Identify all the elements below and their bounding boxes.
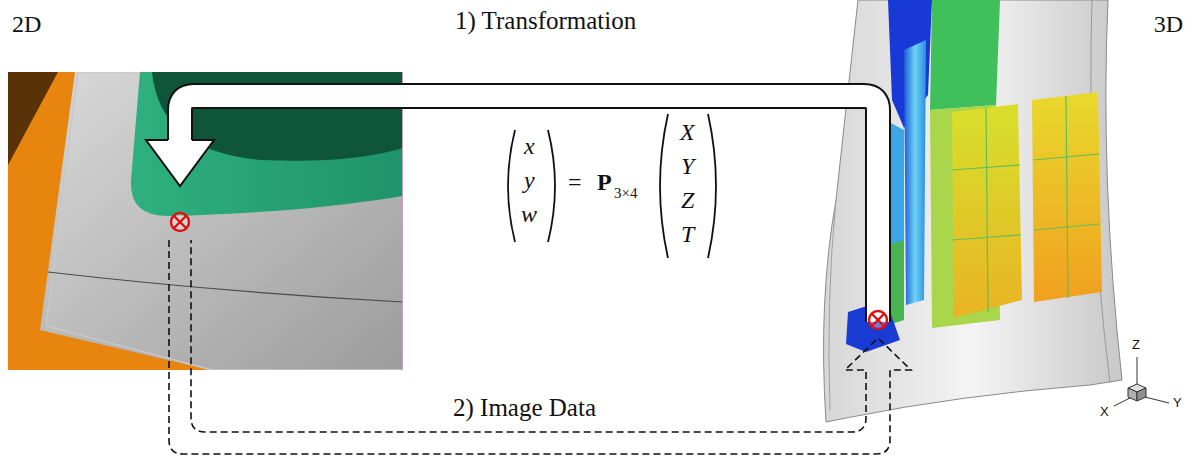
axis-triad (1114, 357, 1169, 406)
transform-arrow (146, 96, 878, 322)
camera-image (8, 72, 403, 370)
image-panel: 2D (8, 6, 404, 372)
equation-symbol: Z (681, 186, 694, 215)
equation-symbol: x (524, 132, 535, 161)
axis-label: Z (1132, 337, 1140, 353)
point-marker (869, 311, 887, 329)
axis-label: Y (1173, 395, 1182, 411)
data-arrow (169, 240, 911, 454)
matrix-brackets (508, 114, 716, 258)
equation-symbol: P (597, 168, 612, 197)
equation-symbol: = (568, 168, 582, 197)
equation-symbol: y (524, 166, 535, 195)
equation-symbol: X (680, 118, 695, 147)
step-label: 2) Image Data (450, 393, 599, 423)
panel-heading: 2D (12, 10, 41, 39)
image-panel: 3D (806, 0, 1191, 432)
equation-symbol: 3×4 (614, 184, 637, 202)
panel-heading: 3D (1154, 10, 1183, 39)
equation-symbol: T (681, 220, 694, 249)
point-marker (171, 213, 189, 231)
step-label: 1) Transformation (452, 6, 639, 36)
axis-label: X (1100, 404, 1109, 420)
equation-symbol: w (521, 200, 537, 229)
equation-symbol: Y (681, 152, 694, 181)
